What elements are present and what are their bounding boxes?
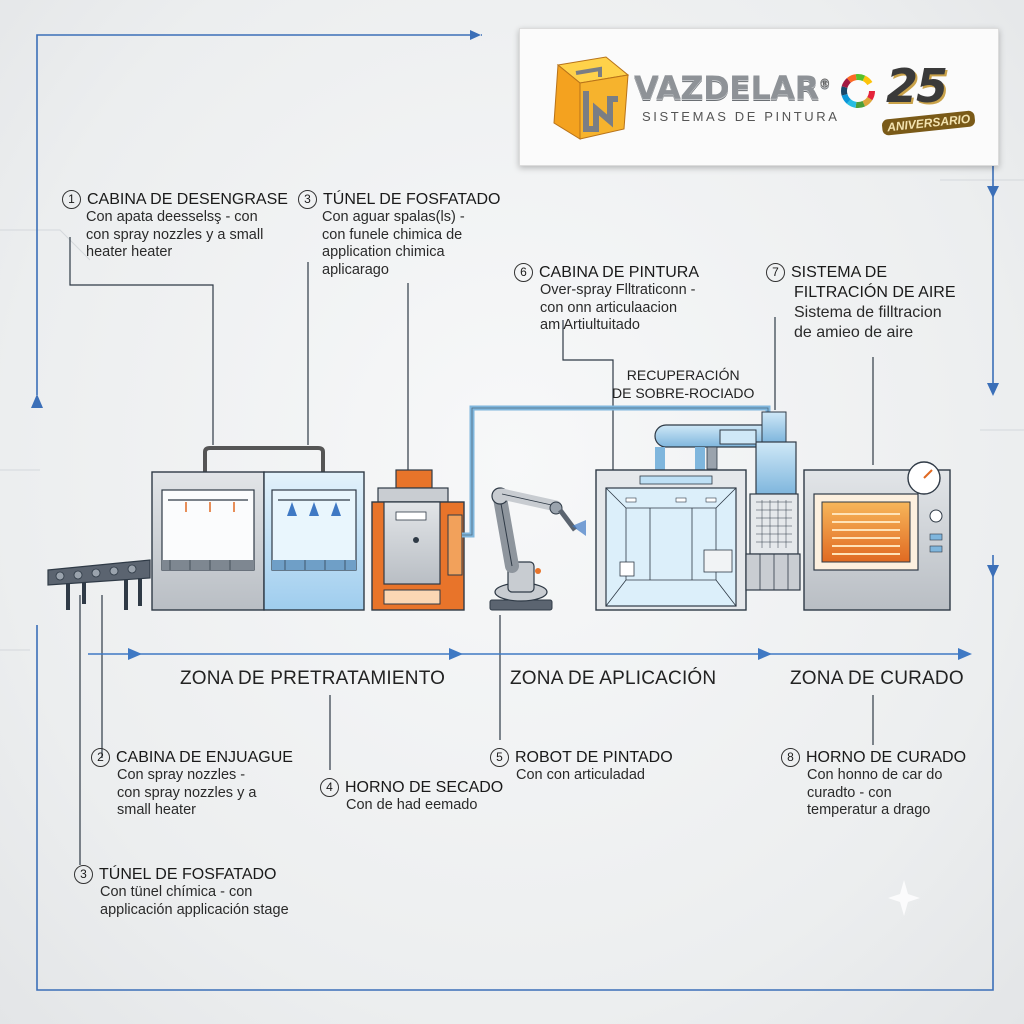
brand-card: VAZDELAR® SISTEMAS DE PINTURA 25 ANIVERS…: [519, 28, 999, 166]
brand-name: VAZDELAR®: [634, 69, 831, 107]
outer-frame-lines: [36, 34, 994, 991]
flow-arrows: [88, 648, 972, 660]
conveyor: [47, 559, 151, 610]
frame-arrow-top: [470, 30, 481, 40]
air-filtration-system: [706, 411, 801, 591]
frame-arrow-right-1: [987, 186, 999, 198]
curing-oven: [803, 461, 951, 611]
zone-curing-label: ZONA DE CURADO: [790, 668, 964, 689]
sparkle-icon: [888, 880, 920, 916]
degrease-rinse-booth: [151, 446, 365, 611]
cube-logo-icon: [553, 56, 630, 140]
zone-pretreatment-label: ZONA DE PRETRATAMIENTO: [180, 668, 446, 689]
frame-arrow-right-2: [987, 383, 999, 396]
frame-arrow-left: [31, 394, 43, 408]
drying-oven: [371, 469, 465, 611]
anniversary-number: 25: [886, 59, 948, 113]
anniversary-word: ANIVERSARIO: [881, 110, 976, 136]
leader-lines: [69, 237, 874, 865]
color-wheel-icon: [841, 74, 875, 108]
frame-arrow-right-3: [987, 565, 999, 578]
zone-application-label: ZONA DE APLICACIÓN: [510, 668, 717, 689]
paint-booth: [595, 424, 776, 611]
brand-tagline: SISTEMAS DE PINTURA: [642, 109, 840, 124]
overspray-recovery-note: RECUPERACIÓN DE SOBRE-ROCIADO: [612, 367, 755, 401]
painting-robot: [489, 487, 586, 611]
